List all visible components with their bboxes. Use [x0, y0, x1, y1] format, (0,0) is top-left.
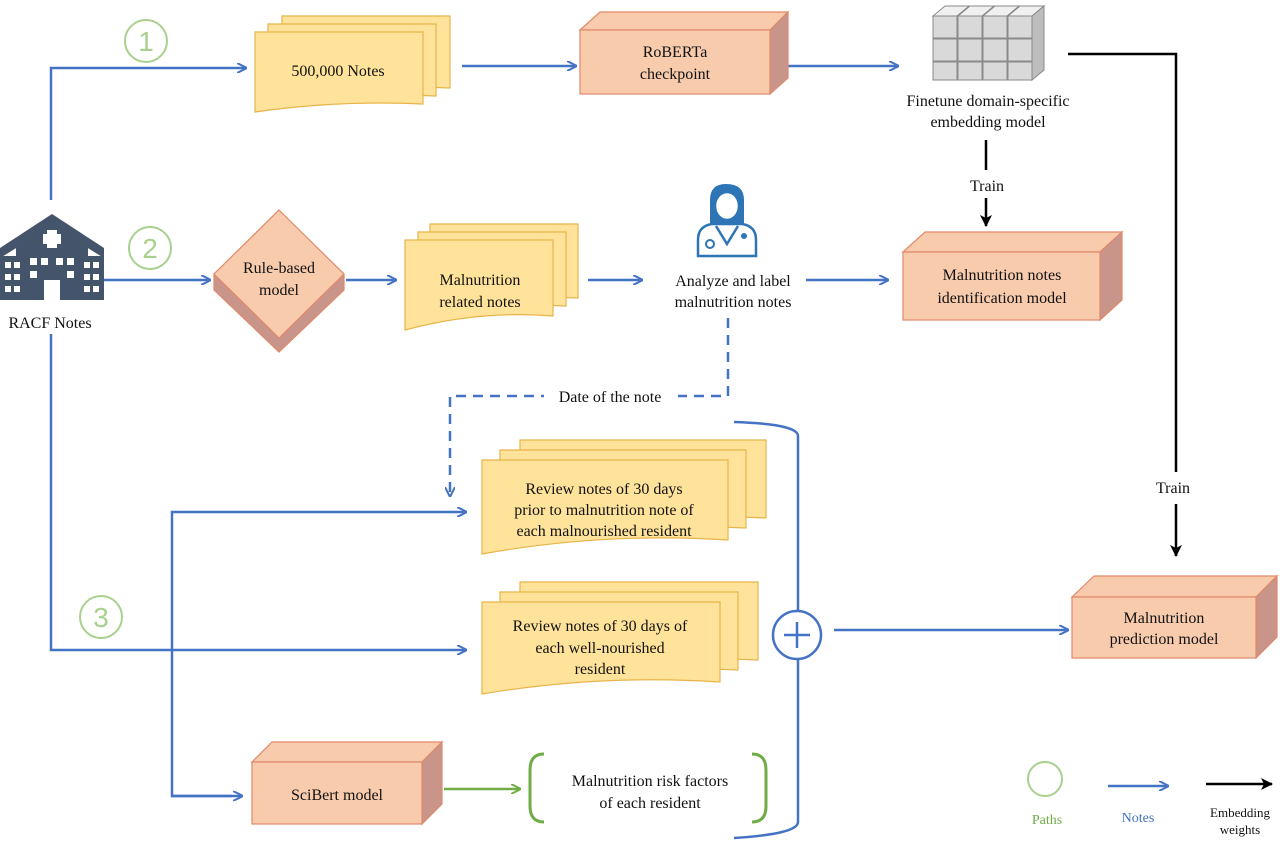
hospital-icon	[0, 214, 104, 300]
risk-line-1: Malnutrition risk factors	[572, 773, 728, 790]
rule-line-1: Rule-based	[243, 260, 315, 277]
legend-paths-symbol	[1027, 761, 1063, 797]
path-number-1: 1	[138, 26, 154, 57]
doc-500k-notes: 500,000 Notes	[254, 15, 451, 113]
doc-review-well: Review notes of 30 days of each well-nou…	[481, 581, 759, 695]
roberta-line-2: checkpoint	[640, 66, 711, 83]
doctor-icon	[696, 184, 758, 258]
legend-embedding-line-1: Embedding	[1210, 805, 1270, 820]
doc-review-prior: Review notes of 30 days prior to malnutr…	[481, 439, 767, 555]
legend-paths-label: Paths	[1032, 813, 1062, 828]
identification-line-1: Malnutrition notes	[943, 267, 1062, 284]
path-marker-3: 3	[79, 595, 123, 639]
risk-factors-group: Malnutrition risk factors of each reside…	[528, 752, 768, 824]
path-marker-1: 1	[124, 19, 168, 63]
model-identification: Malnutrition notes identification model	[901, 230, 1124, 322]
path-marker-2: 2	[128, 226, 172, 270]
risk-right-bracket	[751, 752, 768, 824]
doc-malnutrition-related: Malnutrition related notes	[404, 223, 579, 331]
scibert-label: SciBert model	[291, 787, 384, 804]
related-line-1: Malnutrition	[440, 272, 521, 289]
analyze-line-1: Analyze and label	[675, 273, 791, 290]
risk-line-2: of each resident	[599, 795, 701, 812]
review-prior-line-3: each malnourished resident	[516, 523, 692, 540]
combine-plus-icon	[771, 609, 823, 661]
model-scibert: SciBert model	[250, 740, 444, 826]
arrow-date-dashed	[450, 318, 730, 496]
legend: Paths Notes Embedding weights	[1027, 761, 1273, 837]
embedding-model-icon	[931, 4, 1046, 82]
finetune-line-1: Finetune domain-specific	[906, 93, 1069, 110]
legend-embedding-line-2: weights	[1220, 822, 1260, 837]
related-line-2: related notes	[439, 294, 520, 311]
legend-notes-label: Notes	[1122, 811, 1155, 826]
review-prior-line-1: Review notes of 30 days	[525, 481, 682, 498]
train-label-identification: Train	[970, 178, 1004, 195]
review-well-line-3: resident	[575, 661, 626, 678]
model-rule-based: Rule-based model	[213, 209, 345, 353]
identification-line-2: identification model	[937, 290, 1067, 307]
review-well-line-2: each well-nourished	[535, 640, 664, 657]
risk-left-bracket	[528, 752, 545, 824]
model-roberta: RoBERTa checkpoint	[578, 10, 790, 96]
doc-500k-label: 500,000 Notes	[291, 63, 384, 80]
date-of-note-label: Date of the note	[559, 389, 662, 406]
rule-line-2: model	[259, 282, 300, 299]
arrow-racf-to-500k	[49, 68, 246, 200]
arrow-finetune-to-prediction	[1068, 52, 1182, 557]
train-label-prediction: Train	[1156, 480, 1190, 497]
review-prior-line-2: prior to malnutrition note of	[514, 502, 694, 519]
analyze-line-2: malnutrition notes	[675, 294, 792, 311]
roberta-line-1: RoBERTa	[643, 44, 708, 61]
prediction-line-2: prediction model	[1110, 631, 1219, 648]
prediction-line-1: Malnutrition	[1124, 610, 1205, 627]
model-prediction: Malnutrition prediction model	[1070, 574, 1279, 660]
racf-notes-label: RACF Notes	[8, 315, 91, 332]
finetune-line-2: embedding model	[930, 114, 1046, 131]
path-number-2: 2	[142, 233, 158, 264]
path-number-3: 3	[93, 602, 109, 633]
review-well-line-1: Review notes of 30 days of	[513, 618, 688, 635]
arrow-racf-to-well	[49, 334, 466, 650]
